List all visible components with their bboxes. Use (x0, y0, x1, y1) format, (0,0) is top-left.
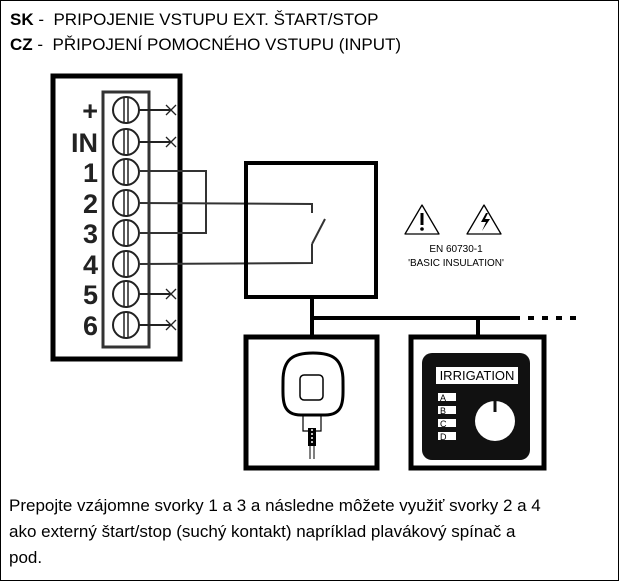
terminal-6[interactable]: 6 (83, 311, 177, 341)
main-unit-box (50, 73, 183, 362)
description: Prepojte vzájomne svorky 1 a 3 a následn… (9, 493, 541, 571)
terminal-label: 3 (83, 219, 98, 249)
screw-icon (112, 128, 140, 156)
screw-icon (112, 280, 140, 308)
terminal-label: 4 (83, 250, 98, 280)
switch-contact (311, 218, 326, 245)
screw-icon (112, 219, 140, 247)
cz-code: CZ (10, 35, 33, 54)
controller-knob[interactable] (475, 401, 515, 441)
controller-title-bg (436, 367, 518, 384)
screw-icon (112, 189, 140, 217)
terminal-label: 2 (83, 189, 98, 219)
no-connection-icon (165, 136, 177, 148)
warning-standard: EN 60730-1 (429, 244, 483, 255)
screw-icon (112, 96, 140, 124)
bridge-wire-1-3 (139, 170, 207, 234)
zone-indicator (438, 419, 456, 427)
cz-title: PŘIPOJENÍ POMOCNÉHO VSTUPU (INPUT) (52, 35, 402, 54)
terminal-in[interactable]: IN (71, 128, 177, 158)
zone-indicator (438, 432, 456, 440)
terminal-label: + (82, 96, 98, 126)
terminal-label: 1 (83, 158, 98, 188)
sk-title: PRIPOJENIE VSTUPU EXT. ŠTART/STOP (53, 10, 379, 29)
screw-icon (112, 311, 140, 339)
terminal-3[interactable]: 3 (83, 219, 140, 249)
wire-terminal-4 (138, 244, 313, 265)
description-line: Prepojte vzájomne svorky 1 a 3 a následn… (9, 496, 541, 515)
external-switch-box (244, 161, 378, 299)
zone-label: A (440, 393, 446, 403)
header-cz: CZ - PŘIPOJENÍ POMOCNÉHO VSTUPU (INPUT) (10, 35, 402, 54)
no-connection-icon (165, 104, 177, 116)
terminal-label: 6 (83, 311, 98, 341)
sensor-icon (281, 351, 345, 459)
zone-label: D (440, 432, 447, 442)
zone-indicator (438, 393, 456, 401)
controller-title: IRRIGATION (440, 368, 515, 383)
zone-label: C (440, 419, 447, 429)
description-line: pod. (9, 548, 43, 567)
header-sk: SK - PRIPOJENIE VSTUPU EXT. ŠTART/STOP (10, 10, 379, 29)
warning-insulation: 'BASIC INSULATION' (408, 258, 504, 269)
terminal-plus[interactable]: + (82, 96, 177, 126)
terminal-label: 5 (83, 280, 98, 310)
sensor-box (243, 334, 380, 471)
terminal-strip (101, 90, 151, 349)
zone-label: B (440, 406, 446, 416)
terminal-5[interactable]: 5 (83, 280, 177, 310)
terminal-2[interactable]: 2 (83, 189, 140, 219)
high-voltage-icon (466, 204, 502, 235)
zone-indicator (438, 406, 456, 414)
sk-code: SK (10, 10, 34, 29)
screw-icon (112, 250, 140, 278)
screw-icon (112, 158, 140, 186)
terminal-label: IN (71, 128, 98, 158)
no-connection-icon (165, 319, 177, 331)
controller-box (408, 334, 547, 471)
no-connection-icon (165, 288, 177, 300)
warning-icon (404, 204, 440, 235)
terminal-4[interactable]: 4 (83, 250, 140, 280)
terminal-1[interactable]: 1 (83, 158, 140, 188)
wire-terminal-2 (138, 202, 313, 213)
description-line: ako externý štart/stop (suchý kontakt) n… (9, 522, 516, 541)
